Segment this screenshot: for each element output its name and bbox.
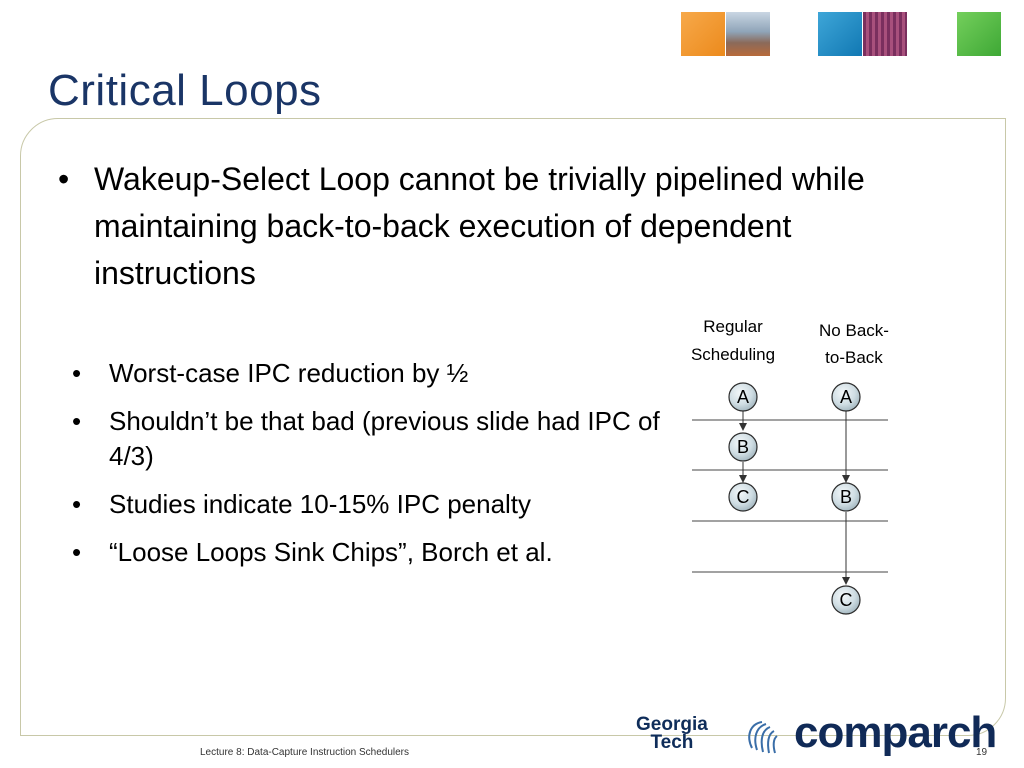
chip-photo-tile — [863, 12, 907, 56]
content-frame — [20, 118, 1006, 736]
node-b-regular: B — [728, 432, 758, 462]
list-item: • Shouldn’t be that bad (previous slide h… — [72, 404, 672, 474]
col1-label-line2: Scheduling — [691, 345, 775, 364]
col2-label-line1: No Back- — [819, 321, 889, 340]
bullet-glyph: • — [72, 358, 82, 388]
bullet-glyph: • — [72, 537, 82, 567]
list-item: • “Loose Loops Sink Chips”, Borch et al. — [72, 535, 672, 570]
node-c-nobtb: C — [831, 585, 861, 615]
blue-square-decoration — [818, 12, 862, 56]
node-label: B — [737, 437, 749, 457]
slide-title: Critical Loops — [48, 66, 322, 115]
node-a-regular: A — [728, 382, 758, 412]
green-square-decoration — [957, 12, 1001, 56]
node-a-nobtb: A — [831, 382, 861, 412]
sub-bullet-list: • Worst-case IPC reduction by ½ • Shouldn’… — [72, 356, 672, 583]
main-bullet-text: Wakeup-Select Loop cannot be trivially p… — [94, 161, 865, 291]
node-label: A — [840, 387, 852, 407]
page-number: 19 — [976, 747, 988, 758]
node-b-nobtb: B — [831, 482, 861, 512]
gt-logo-line2: Tech — [650, 732, 694, 753]
scheduling-diagram: Regular Scheduling No Back- to-Back A B … — [691, 317, 889, 615]
node-label: C — [737, 487, 750, 507]
sub-bullet-text: Shouldn’t be that bad (previous slide ha… — [109, 406, 660, 471]
col1-label-line1: Regular — [703, 317, 763, 336]
node-label: C — [840, 590, 853, 610]
comparch-swirl-icon — [748, 721, 778, 754]
node-label: B — [840, 487, 852, 507]
sub-bullet-text: Studies indicate 10-15% IPC penalty — [109, 489, 532, 519]
node-c-regular: C — [728, 482, 758, 512]
node-label: A — [737, 387, 749, 407]
sub-bullet-text: Worst-case IPC reduction by ½ — [109, 358, 469, 388]
list-item: • Studies indicate 10-15% IPC penalty — [72, 487, 672, 522]
col2-label-line2: to-Back — [825, 348, 883, 367]
campus-photo-tile — [726, 12, 770, 56]
gt-logo-line1: Georgia — [636, 714, 708, 735]
list-item: • Worst-case IPC reduction by ½ — [72, 356, 672, 391]
georgia-tech-logo: Georgia Tech — [636, 714, 708, 753]
sub-bullet-text: “Loose Loops Sink Chips”, Borch et al. — [109, 537, 553, 567]
orange-square-decoration — [681, 12, 725, 56]
comparch-logo: comparch — [794, 708, 997, 757]
bullet-glyph: • — [72, 406, 82, 436]
bullet-glyph: • — [58, 161, 70, 197]
main-bullet: • Wakeup-Select Loop cannot be trivially… — [58, 156, 898, 297]
bullet-glyph: • — [72, 489, 82, 519]
footer-lecture-title: Lecture 8: Data-Capture Instruction Sche… — [200, 747, 409, 758]
